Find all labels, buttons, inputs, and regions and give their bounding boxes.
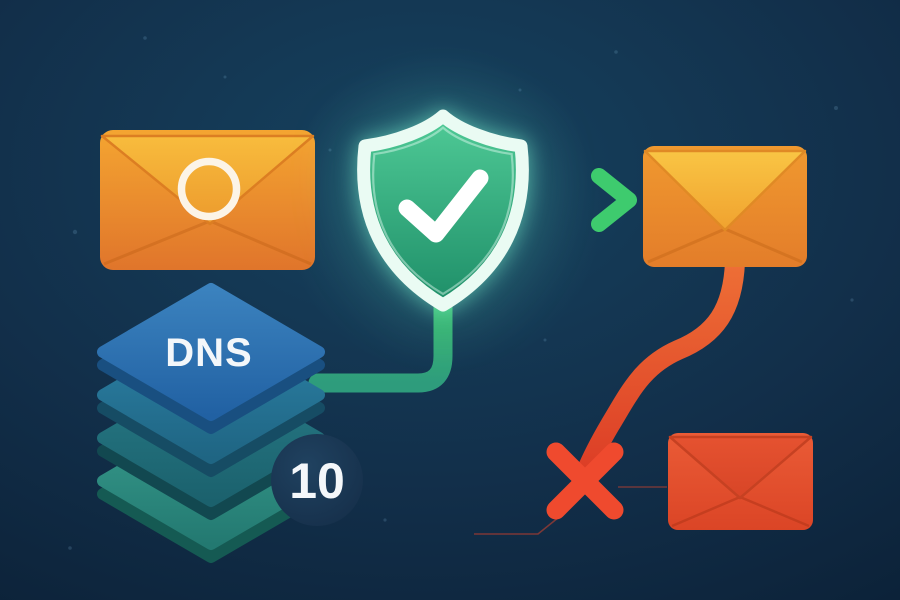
sender-ring-icon xyxy=(177,157,241,221)
verified-shield-icon xyxy=(357,109,529,312)
dns-shield-connector xyxy=(308,286,453,393)
flow-arrow-icon xyxy=(512,168,637,232)
delivered-email-icon xyxy=(643,146,807,267)
blocked-email-icon xyxy=(668,433,813,530)
check-icon xyxy=(398,169,489,243)
priority-badge-label: 10 xyxy=(289,453,345,509)
reject-x-icon xyxy=(546,442,624,520)
dns-diamond: DNS xyxy=(97,283,325,434)
sender-email-icon xyxy=(100,130,315,270)
dns-stack-icon: DNS xyxy=(97,283,325,563)
priority-badge: 10 xyxy=(271,434,363,526)
reject-flow-connector xyxy=(576,252,745,482)
dns-label: DNS xyxy=(165,331,252,375)
